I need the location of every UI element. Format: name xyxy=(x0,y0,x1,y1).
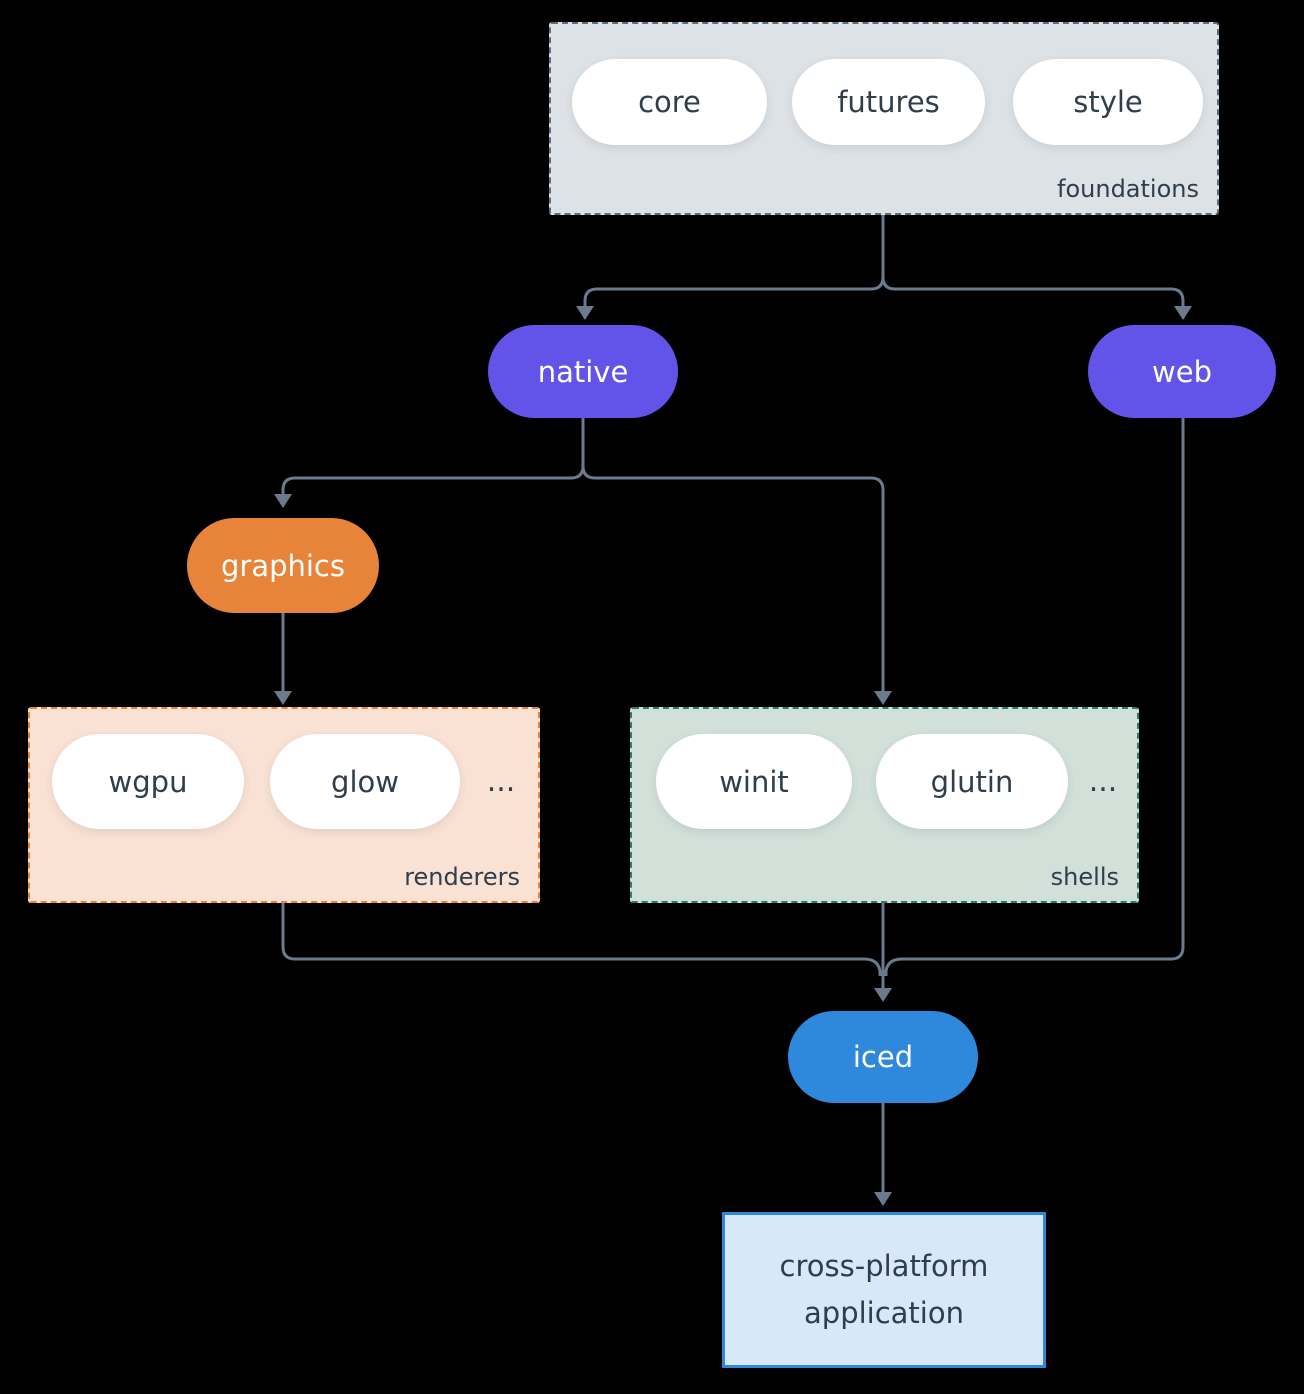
pill-style: style xyxy=(1013,59,1203,145)
pill-core: core xyxy=(572,59,767,145)
renderers-group: wgpu glow ... renderers xyxy=(28,707,540,903)
pill-futures: futures xyxy=(792,59,985,145)
pill-graphics: graphics xyxy=(187,518,379,613)
application-box: cross-platform application xyxy=(722,1212,1046,1368)
arrowhead-shells xyxy=(874,691,892,705)
pill-glow: glow xyxy=(270,734,460,829)
arrowhead-application xyxy=(874,1192,892,1206)
arrowhead-native xyxy=(576,306,594,320)
shells-group: winit glutin ... shells xyxy=(630,707,1139,903)
pill-web-label: web xyxy=(1152,354,1212,389)
edge-renderers-to-iced xyxy=(281,903,882,976)
edge-native-to-graphics xyxy=(281,465,585,494)
pill-native: native xyxy=(488,325,678,418)
pill-wgpu: wgpu xyxy=(52,734,244,829)
shells-ellipsis: ... xyxy=(1088,764,1118,799)
arrowhead-iced xyxy=(874,988,892,1002)
application-label: cross-platform application xyxy=(779,1249,989,1330)
foundations-label: foundations xyxy=(1057,175,1199,203)
pill-winit-label: winit xyxy=(719,764,789,799)
arrowhead-web xyxy=(1174,306,1192,320)
arrowhead-graphics xyxy=(274,494,292,508)
pill-graphics-label: graphics xyxy=(220,548,345,583)
renderers-ellipsis: ... xyxy=(486,764,516,799)
pill-core-label: core xyxy=(638,85,701,119)
pill-web: web xyxy=(1088,325,1276,418)
shells-label: shells xyxy=(1050,863,1119,891)
pill-glutin-label: glutin xyxy=(930,764,1014,799)
pill-style-label: style xyxy=(1073,85,1143,119)
edge-native-to-shells xyxy=(581,465,885,691)
arrowhead-renderers xyxy=(274,691,292,705)
foundations-group: core futures style foundations xyxy=(549,22,1219,215)
edge-foundations-to-web xyxy=(881,276,1185,306)
edge-foundations-to-native xyxy=(583,276,885,306)
pill-iced: iced xyxy=(788,1011,978,1103)
pill-futures-label: futures xyxy=(837,85,940,119)
edge-web-to-iced xyxy=(884,418,1185,976)
pill-wgpu-label: wgpu xyxy=(108,764,188,799)
pill-iced-label: iced xyxy=(852,1040,914,1074)
renderers-label: renderers xyxy=(404,863,520,891)
pill-glow-label: glow xyxy=(331,764,399,799)
pill-native-label: native xyxy=(537,354,629,389)
pill-winit: winit xyxy=(656,734,852,829)
pill-glutin: glutin xyxy=(876,734,1068,829)
